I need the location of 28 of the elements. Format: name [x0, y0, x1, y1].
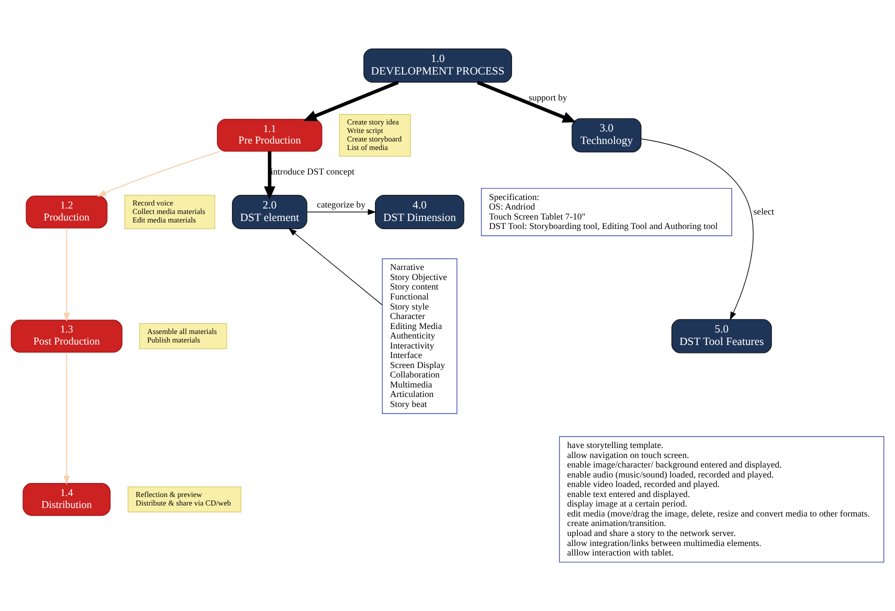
arrow [306, 209, 376, 215]
arrow [63, 228, 70, 322]
node-box: Reflection & preview Distribute & share via CD/web [128, 486, 242, 512]
arrow [288, 228, 382, 306]
edge-label: support by [528, 92, 568, 103]
node-box: Narrative Story Objective Story content Functional Story style Character Editing Media Authenticity Interactivity Interface Screen Display Collaboration Multimedia Articulation Story beat [382, 258, 458, 414]
node-box: 1.0 DEVELOPMENT PROCESS [363, 48, 512, 83]
node-box: 1.3 Post Production [10, 320, 122, 353]
arrow [640, 138, 754, 320]
edge-label: categorize by [316, 199, 366, 210]
node-box: 4.0 DST Dimension [374, 194, 464, 230]
arrow [96, 150, 220, 197]
node-box: 1.1 Pre Production [216, 118, 322, 152]
node-box: 3.0 Technology [572, 118, 642, 152]
node-box: Specification: OS: Andriod Touch Screen Tablet 7-10" DST Tool: Storyboarding tool, Editing Tool and Authoring tool [480, 188, 732, 236]
node-box: 5.0 DST Tool Features [671, 319, 772, 354]
arrow [476, 80, 576, 123]
arrow [63, 352, 70, 485]
edge-label: select [754, 206, 774, 216]
node-box: have storytelling template. allow navigation on touch screen. enable image/character/ background entered and displayed. enable audio (music/sound) loaded, recorded and played. enable video loaded, recorded and played. enable text entered and displayed. display image at a certain period. edit media (move/drag the image, delete, resize and convert media to other formats. create animation/transition. upload and share a story to the network server. allow integration/links between multimedia elements. alllow interaction with tablet. [559, 436, 884, 563]
node-box: Assemble all materials Publish materials [139, 323, 228, 350]
node-box: Create story idea Write script Create storyboard List of media [339, 114, 411, 157]
node-box: 1.2 Production [26, 196, 108, 228]
arrow [304, 80, 399, 122]
node-box: 1.4 Distribution [22, 483, 111, 516]
arrow [264, 151, 276, 200]
node-box: 2.0 DST element [232, 194, 308, 230]
node-box: Record voice Collect media materials Edit media materials [124, 194, 216, 230]
